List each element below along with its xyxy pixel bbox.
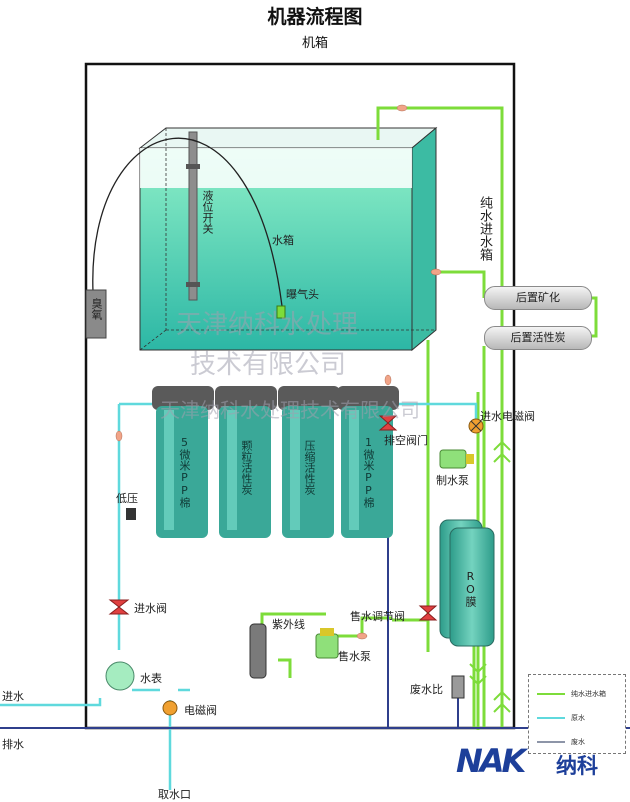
watermark-line-1: 天津纳科水处理 (176, 310, 359, 340)
drain-valve-shape (378, 415, 398, 431)
ozone-label: 臭氧 (90, 298, 103, 320)
sale-pump-label: 售水泵 (338, 650, 371, 663)
watermark-line-2: 技术有限公司 (190, 350, 347, 380)
low-pressure-shape (126, 508, 136, 520)
water-tank-shape (138, 126, 438, 352)
water-out-label: 排水 (2, 738, 24, 751)
sale-regulator-label: 售水调节阀 (350, 610, 405, 623)
sale-pump-shape (315, 633, 339, 659)
uv-label: 紫外线 (272, 618, 305, 631)
filter-bank (152, 386, 399, 538)
brand-logo-text: 纳科 (556, 754, 598, 778)
diagram-title: 机器流程图 (267, 6, 363, 28)
low-pressure-label: 低压 (116, 492, 138, 505)
solenoid-shape (162, 700, 178, 716)
filter-label-1: 5微米PP棉 (178, 436, 191, 508)
ozone-generator (85, 289, 107, 339)
water-outlet-label: 取水口 (158, 788, 191, 801)
water-in-label: 进水 (2, 690, 24, 703)
level-switch-rod (188, 131, 198, 301)
legend-swatch-raw (537, 717, 565, 719)
filter-label-4: 1微米PP棉 (362, 436, 375, 508)
diagram-subtitle: 机箱 (301, 36, 328, 51)
waste-ratio-shape (451, 675, 465, 699)
legend-label-waste: 废水 (571, 738, 585, 746)
water-meter-label: 水表 (140, 672, 162, 685)
production-pump-shape (439, 449, 467, 469)
ro-membrane-shape (439, 519, 495, 647)
water-tank-label: 水箱 (272, 234, 294, 247)
uv-unit-shape (249, 623, 267, 679)
pure-water-inlet-tank-label: 纯水进水箱 (477, 196, 492, 261)
production-pump-label: 制水泵 (436, 474, 469, 487)
drain-valve-label: 排空阀门 (384, 434, 428, 447)
water-meter-shape (105, 661, 135, 691)
filter-label-2: 颗粒活性炭 (240, 440, 253, 495)
post-carbon-filter: 后置活性炭 (484, 326, 592, 350)
legend-label-raw: 原水 (571, 714, 585, 722)
legend-swatch-pure (537, 693, 565, 695)
brand-logo-mark: NAK (456, 742, 526, 780)
inlet-solenoid-label: 进水电磁阀 (480, 410, 535, 423)
legend: 纯水进水箱 原水 废水 (528, 674, 626, 754)
aerator-stone (276, 305, 286, 319)
ozone-hose (92, 137, 283, 307)
legend-swatch-waste (537, 741, 565, 743)
solenoid-label: 电磁阀 (184, 704, 217, 717)
watermark-line-3: 天津纳科水处理技术有限公司 (160, 398, 420, 422)
pure-water-lines (260, 106, 598, 730)
post-mineral-filter: 后置矿化 (484, 286, 592, 310)
inlet-valve-shape (108, 599, 130, 615)
filter-label-3: 压缩活性炭 (303, 440, 316, 495)
legend-label-pure: 纯水进水箱 (571, 690, 606, 698)
inlet-valve-label: 进水阀 (134, 602, 167, 615)
level-switch-label: 液位开关 (201, 190, 214, 234)
aerator-label: 曝气头 (286, 288, 319, 301)
waste-ratio-label: 废水比 (410, 683, 443, 696)
sale-regulator-shape (418, 605, 438, 621)
ro-membrane-label: RO膜 (464, 570, 477, 607)
